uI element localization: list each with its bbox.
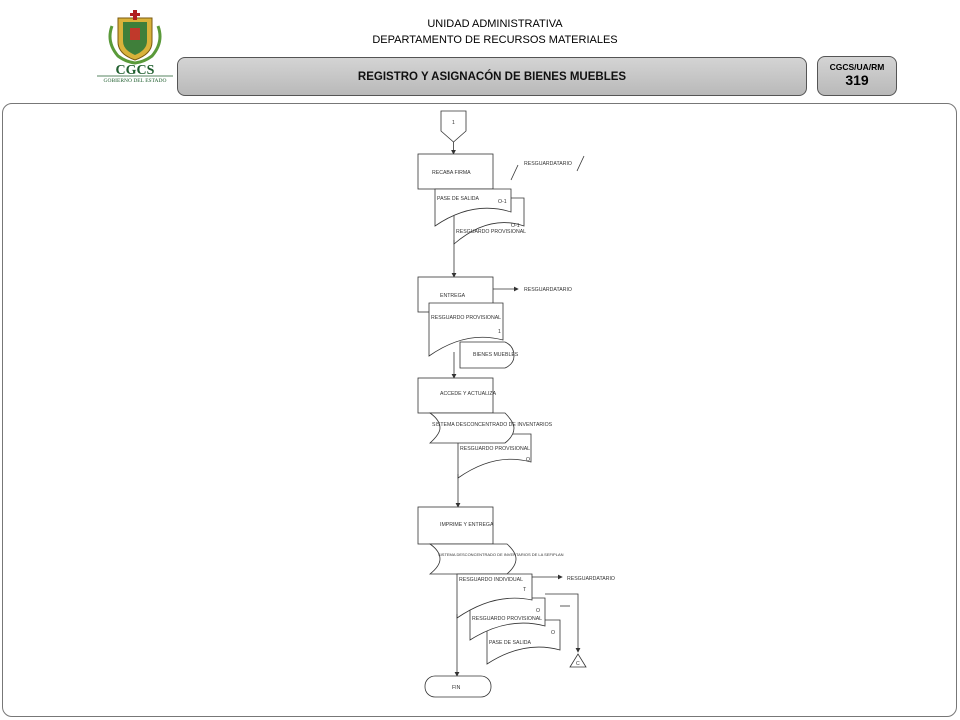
doc-resguardo-provisional-3 (457, 433, 532, 479)
process-recaba-firma-label: RECABA FIRMA (432, 170, 471, 176)
government-logo: CGCS GOBIERNO DEL ESTADO (97, 10, 173, 84)
department-name: DEPARTAMENTO DE RECURSOS MATERIALES (372, 34, 618, 46)
doc-copy-o1-b: O-1 (511, 223, 520, 229)
doc-bienes-muebles (459, 341, 515, 369)
diagram-frame (2, 103, 957, 717)
external-resguardatario-2: RESGUARDATARIO (524, 287, 572, 293)
start-connector-label: 1 (452, 120, 455, 126)
doc-resguardo-provisional-3-label: RESGUARDO PROVISIONAL (460, 446, 530, 452)
doc-resguardo-individual-label: RESGUARDO INDIVIDUAL (459, 577, 523, 583)
system-inventarios-label: SISTEMA DESCONCENTRADO DE INVENTARIOS (432, 422, 553, 428)
procedure-title: REGISTRO Y ASIGNACÓN DE BIENES MUEBLES (357, 70, 627, 83)
doc-copy-1: 1 (498, 329, 501, 335)
unit-name: UNIDAD ADMINISTRATIVA (427, 18, 563, 30)
archive-marker-label: C (576, 661, 580, 667)
archive-triangle (569, 653, 587, 668)
system-inventarios (428, 412, 515, 444)
coat-of-arms-icon (108, 10, 162, 65)
doc-copy-o1-a: O-1 (498, 199, 507, 205)
terminator-fin-label: FIN (452, 685, 461, 691)
logo-acronym: CGCS (116, 63, 155, 78)
page-number: 319 (845, 72, 869, 88)
doc-copy-t: T (523, 587, 527, 593)
doc-resguardo-provisional-1-label: RESGUARDO PROVISIONAL (456, 229, 526, 235)
doc-pase-salida-1-label: PASE DE SALIDA (437, 196, 480, 202)
doc-pase-salida-4-label: PASE DE SALIDA (489, 640, 532, 646)
process-accede-actualiza-label: ACCEDE Y ACTUALIZA (440, 391, 497, 397)
process-imprime-entrega-label: IMPRIME Y ENTREGA (440, 522, 494, 528)
doc-resguardo-provisional-2-label: RESGUARDO PROVISIONAL (431, 315, 501, 321)
doc-resguardo-individual (456, 573, 533, 619)
procedure-title-bar: REGISTRO Y ASIGNACÓN DE BIENES MUEBLES (177, 57, 807, 96)
document-code-box: CGCS/UA/RM 319 (817, 56, 897, 96)
doc-pase-salida-4 (486, 619, 561, 665)
doc-resguardo-provisional-4 (469, 597, 546, 641)
system-inventarios-sefiplan-label: SISTEMA DESCONCENTRADO DE INVENTARIOS DE… (438, 552, 564, 557)
system-inventarios-sefiplan (428, 543, 517, 575)
terminator-fin (424, 675, 492, 698)
start-connector (440, 110, 467, 143)
document-code: CGCS/UA/RM (829, 62, 885, 72)
external-resguardatario-4: RESGUARDATARIO (567, 576, 615, 582)
doc-copy-o-3: O (526, 457, 530, 463)
process-accede-actualiza (417, 377, 494, 414)
process-entrega-label: ENTREGA (440, 293, 466, 299)
external-resguardatario-1: RESGUARDATARIO (524, 161, 572, 167)
doc-resguardo-provisional-4-label: RESGUARDO PROVISIONAL (472, 616, 542, 622)
doc-copy-o-4a: O (536, 608, 540, 614)
logo-subtitle: GOBIERNO DEL ESTADO (104, 78, 167, 84)
doc-bienes-muebles-label: BIENES MUEBLES (473, 352, 519, 358)
doc-resguardo-provisional-2 (428, 302, 504, 357)
process-recaba-firma (417, 153, 494, 190)
doc-pase-salida-1 (434, 188, 512, 227)
doc-copy-o-4b: O (551, 630, 555, 636)
